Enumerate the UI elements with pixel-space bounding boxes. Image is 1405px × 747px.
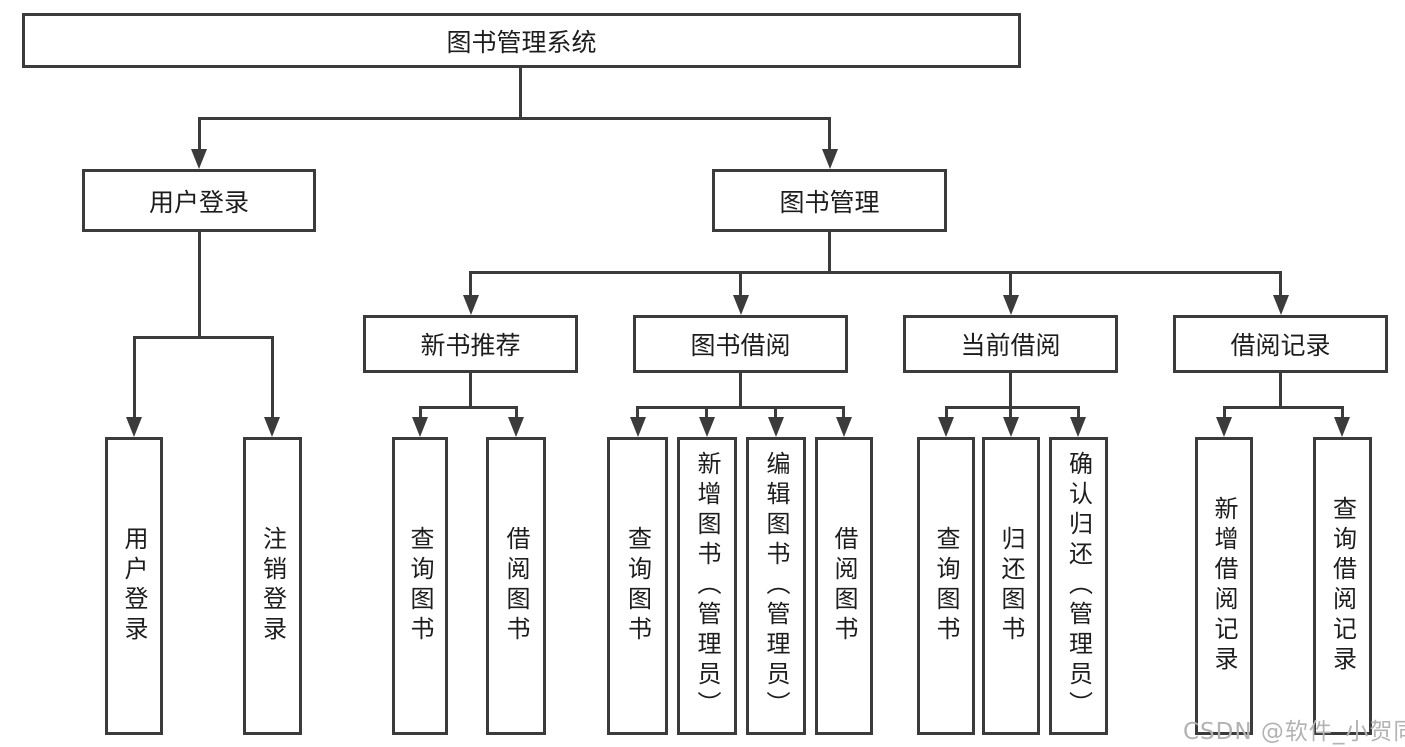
leaf-edit-book-admin-label: 编辑图书（管理员）: [762, 451, 790, 721]
connector-to-add-borrow-record: [1223, 406, 1226, 419]
node-user-login-label: 用户登录: [148, 187, 249, 217]
leaf-query-books-current-label: 查询图书: [932, 526, 960, 646]
node-current-borrowing: 当前借阅: [903, 315, 1118, 373]
node-root-label: 图书管理系统: [446, 27, 597, 57]
node-borrow-records: 借阅记录: [1173, 315, 1388, 373]
node-book-management: 图书管理: [712, 169, 947, 232]
connector-to-user-login: [198, 117, 201, 150]
leaf-return-books: 归还图书: [982, 437, 1040, 735]
leaf-add-book-admin: 新增图书（管理员）: [677, 437, 737, 735]
connector-to-current-borrow: [1009, 271, 1012, 297]
connector-bookborrow-bar: [636, 406, 845, 409]
node-book-borrowing: 图书借阅: [633, 315, 848, 373]
connector-to-query-books-c: [945, 406, 948, 419]
arrowhead-book-borrow: [733, 295, 749, 315]
connector-root-drop: [519, 68, 522, 119]
leaf-add-borrow-record: 新增借阅记录: [1195, 437, 1253, 735]
leaf-logout-label: 注销登录: [258, 526, 287, 646]
leaf-borrow-books-newbook-label: 借阅图书: [502, 526, 530, 646]
leaf-query-books-current: 查询图书: [917, 437, 975, 735]
arrowhead-leaf-login: [126, 417, 142, 437]
node-current-borrowing-label: 当前借阅: [960, 331, 1061, 360]
connector-to-edit-book: [774, 406, 777, 419]
arrowhead-query-books-a: [412, 417, 428, 437]
node-book-borrowing-label: 图书借阅: [690, 331, 791, 360]
arrowhead-current-borrow: [1003, 295, 1019, 315]
leaf-query-books-borrowing: 查询图书: [607, 437, 668, 735]
leaf-borrow-books-borrowing: 借阅图书: [815, 437, 873, 735]
arrowhead-return-books: [1003, 417, 1019, 437]
leaf-borrow-books-newbook: 借阅图书: [486, 437, 546, 735]
arrowhead-query-books-c: [938, 417, 954, 437]
connector-to-borrow-books-a: [515, 406, 518, 419]
leaf-borrow-books-borrowing-label: 借阅图书: [830, 526, 858, 646]
connector-borrowrecord-drop: [1279, 373, 1282, 408]
csdn-watermark: CSDN @软件_小贺同学: [1183, 719, 1405, 745]
node-borrow-records-label: 借阅记录: [1230, 331, 1331, 360]
connector-user-login-drop: [198, 232, 201, 339]
connector-to-query-borrow-record: [1341, 406, 1344, 419]
connector-bookborrow-drop: [739, 373, 742, 408]
leaf-logout: 注销登录: [243, 437, 302, 735]
leaf-add-book-admin-label: 新增图书（管理员）: [693, 451, 721, 721]
connector-to-borrow-books-b: [842, 406, 845, 419]
arrowhead-borrow-books-b: [836, 417, 852, 437]
arrowhead-borrow-record: [1273, 295, 1289, 315]
arrowhead-confirm-return: [1070, 417, 1086, 437]
leaf-query-books-newbook-label: 查询图书: [406, 526, 434, 646]
connector-to-leaf-login: [133, 336, 136, 419]
connector-currentborrow-bar: [945, 406, 1080, 409]
node-user-login: 用户登录: [82, 169, 316, 232]
connector-user-login-bar: [133, 336, 274, 339]
arrowhead-borrow-books-a: [508, 417, 524, 437]
connector-to-add-book: [705, 406, 708, 419]
connector-to-book-mgmt: [828, 117, 831, 150]
connector-newbook-drop: [469, 373, 472, 408]
connector-newbook-bar: [419, 406, 517, 409]
connector-to-query-books-a: [419, 406, 422, 419]
arrowhead-query-borrow-record: [1334, 417, 1350, 437]
connector-root-bar: [198, 117, 831, 120]
arrowhead-new-book: [463, 295, 479, 315]
arrowhead-query-books-b: [630, 417, 646, 437]
connector-to-confirm-return: [1077, 406, 1080, 419]
leaf-return-books-label: 归还图书: [997, 526, 1025, 646]
connector-to-leaf-logout: [271, 336, 274, 419]
leaf-confirm-return-admin-label: 确认归还（管理员）: [1064, 451, 1093, 721]
connector-book-mgmt-bar: [469, 271, 1282, 274]
node-new-book-recommend: 新书推荐: [363, 315, 578, 373]
arrowhead-book-mgmt: [822, 149, 838, 169]
leaf-user-login-label: 用户登录: [120, 526, 148, 646]
node-root: 图书管理系统: [22, 13, 1021, 68]
connector-to-book-borrow: [739, 271, 742, 297]
connector-to-new-book: [469, 271, 472, 297]
connector-borrowrecord-bar: [1223, 406, 1344, 409]
leaf-query-books-newbook: 查询图书: [392, 437, 448, 735]
arrowhead-edit-book: [768, 417, 784, 437]
arrowhead-add-borrow-record: [1216, 417, 1232, 437]
leaf-confirm-return-admin: 确认归还（管理员）: [1049, 437, 1108, 735]
node-book-management-label: 图书管理: [779, 187, 880, 217]
arrowhead-add-book: [699, 417, 715, 437]
connector-to-borrow-record: [1279, 271, 1282, 297]
arrowhead-leaf-logout: [264, 417, 280, 437]
node-new-book-recommend-label: 新书推荐: [420, 331, 521, 360]
leaf-query-borrow-record-label: 查询借阅记录: [1328, 496, 1357, 676]
connector-book-mgmt-drop: [828, 232, 831, 274]
connector-currentborrow-drop: [1009, 373, 1012, 408]
arrowhead-user-login: [191, 149, 207, 169]
leaf-user-login: 用户登录: [105, 437, 163, 735]
leaf-add-borrow-record-label: 新增借阅记录: [1210, 496, 1238, 676]
connector-to-query-books-b: [636, 406, 639, 419]
leaf-query-books-borrowing-label: 查询图书: [623, 526, 652, 646]
leaf-edit-book-admin: 编辑图书（管理员）: [746, 437, 806, 735]
connector-to-return-books: [1009, 406, 1012, 419]
leaf-query-borrow-record: 查询借阅记录: [1313, 437, 1372, 735]
